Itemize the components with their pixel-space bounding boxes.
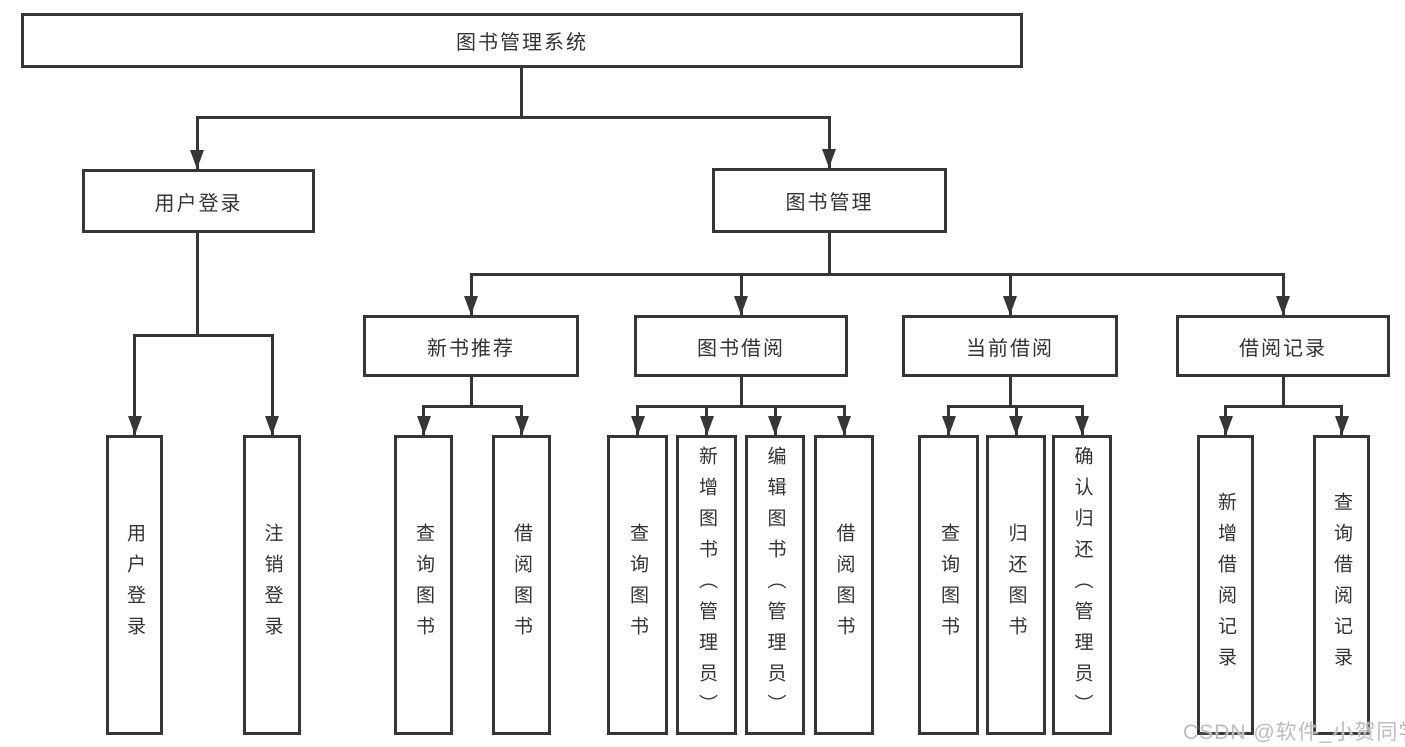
leaf-borrow-book-newrec: 借阅图书 (492, 435, 551, 735)
node-book-management: 图书管理 (712, 168, 947, 233)
leaf-label: 借阅图书 (511, 523, 532, 647)
arrow-down-icon (734, 296, 748, 315)
arrow-down-icon (837, 416, 851, 435)
connector-line-vertical (827, 233, 831, 274)
leaf-add-book-admin: 新增图书（管理员） (676, 435, 737, 735)
connector-line-horizontal (133, 333, 274, 337)
connector-line-vertical (827, 117, 831, 168)
connector-line-horizontal (422, 404, 523, 408)
connector-line-vertical (133, 335, 136, 435)
connector-line-vertical (739, 274, 743, 315)
leaf-label: 查询图书 (938, 523, 959, 647)
leaf-query-book-borrow: 查询图书 (607, 435, 668, 735)
arrow-down-icon (1334, 416, 1349, 435)
arrow-down-icon (416, 416, 431, 435)
connector-line-vertical (469, 377, 473, 406)
leaf-label: 归还图书 (1005, 523, 1027, 647)
leaf-label: 新增图书（管理员） (696, 445, 717, 725)
node-label: 用户登录 (154, 192, 243, 215)
node-label: 当前借阅 (966, 337, 1054, 360)
arrow-down-icon (190, 150, 204, 169)
leaf-borrow-book: 借阅图书 (814, 435, 874, 735)
leaf-confirm-return-admin: 确认归还（管理员） (1052, 435, 1112, 735)
leaf-label: 查询借阅记录 (1331, 492, 1352, 678)
leaf-query-borrow-record: 查询借阅记录 (1313, 435, 1370, 735)
node-label: 新书推荐 (427, 337, 515, 360)
node-current-borrow: 当前借阅 (902, 315, 1118, 377)
leaf-label: 新增借阅记录 (1215, 492, 1236, 678)
connector-line-vertical (1008, 377, 1012, 406)
leaf-edit-book-admin: 编辑图书（管理员） (745, 435, 805, 735)
node-book-borrow: 图书借阅 (634, 315, 848, 377)
connector-line-horizontal (1224, 404, 1343, 408)
connector-line-vertical (195, 233, 199, 335)
leaf-label: 注销登录 (261, 523, 283, 647)
leaf-add-borrow-record: 新增借阅记录 (1197, 435, 1254, 735)
arrow-down-icon (630, 416, 645, 435)
leaf-user-login: 用户登录 (106, 435, 163, 735)
arrow-down-icon (514, 416, 529, 435)
leaf-label: 确认归还（管理员） (1071, 445, 1093, 725)
connector-line-horizontal (469, 272, 1285, 276)
node-borrow-records: 借阅记录 (1176, 315, 1390, 377)
connector-line-vertical (520, 68, 523, 117)
watermark: CSDN @软件_小贺同学 (1183, 721, 1405, 744)
node-root: 图书管理系统 (21, 13, 1023, 68)
node-label: 图书借阅 (697, 337, 785, 360)
leaf-label: 借阅图书 (833, 523, 855, 647)
node-new-book-recommend: 新书推荐 (363, 315, 579, 377)
connector-line-vertical (1281, 274, 1285, 315)
leaf-return-book: 归还图书 (986, 435, 1046, 735)
connector-line-vertical (195, 117, 199, 169)
connector-line-vertical (469, 274, 473, 315)
node-label: 图书管理 (785, 192, 874, 214)
arrow-down-icon (265, 416, 279, 435)
arrow-down-icon (127, 416, 142, 435)
node-label: 借阅记录 (1239, 337, 1327, 360)
arrow-down-icon (464, 296, 478, 315)
node-label: 图书管理系统 (456, 32, 588, 54)
connector-line-horizontal (636, 404, 846, 408)
connector-line-vertical (1281, 377, 1285, 406)
leaf-query-book-newrec: 查询图书 (394, 435, 453, 735)
connector-line-vertical (270, 335, 274, 435)
connector-line-vertical (739, 377, 743, 406)
arrow-down-icon (1276, 296, 1290, 315)
node-user-login: 用户登录 (82, 169, 315, 233)
leaf-label: 查询图书 (627, 523, 648, 647)
arrow-down-icon (1075, 416, 1089, 435)
leaf-logout: 注销登录 (243, 435, 301, 735)
connector-line-horizontal (947, 404, 1084, 408)
leaf-label: 用户登录 (124, 523, 145, 647)
arrow-down-icon (1009, 416, 1023, 435)
arrow-down-icon (822, 149, 836, 168)
connector-line-horizontal (195, 115, 831, 119)
arrow-down-icon (699, 416, 714, 435)
leaf-label: 查询图书 (413, 523, 434, 647)
arrow-down-icon (1218, 416, 1233, 435)
connector-line-vertical (1008, 274, 1012, 315)
arrow-down-icon (768, 416, 782, 435)
arrow-down-icon (941, 416, 956, 435)
leaf-label: 编辑图书（管理员） (764, 445, 786, 725)
arrow-down-icon (1003, 296, 1017, 315)
leaf-query-book-current: 查询图书 (918, 435, 979, 735)
